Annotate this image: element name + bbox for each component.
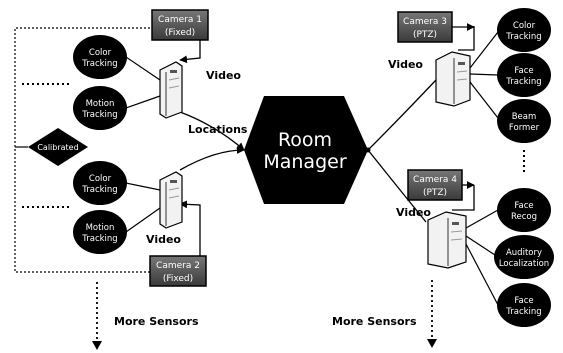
cam3-beam-former-oval: Beam Former xyxy=(497,99,551,143)
cam1-color-line1: Color xyxy=(89,48,112,58)
calibrated-diamond xyxy=(28,128,88,166)
camera-4-name: Camera 4 xyxy=(413,175,457,185)
video-label-cam2: Video xyxy=(146,233,181,246)
cam3-to-computer3-link xyxy=(458,26,475,51)
cam4-facerecog-line1: Face xyxy=(514,201,533,211)
cam3-color-line1: Color xyxy=(513,21,536,31)
camera-1-box: Camera 1 (Fixed) xyxy=(151,9,209,41)
cam1-color-line2: Tracking xyxy=(81,59,117,69)
cam2-to-computer2-link xyxy=(179,200,201,256)
video-label-cam3: Video xyxy=(388,58,423,71)
cam3-beam-link xyxy=(469,81,499,119)
cam4-auditory-localization-oval: Auditory Localization xyxy=(494,235,554,279)
cam1-to-computer1-link xyxy=(179,40,201,64)
computer-3-icon xyxy=(435,51,471,107)
cam4-face-recog-oval: Face Recog xyxy=(497,188,551,232)
manager-to-computer3-link xyxy=(367,79,437,151)
cam2-color-tracking-oval: Color Tracking xyxy=(73,161,127,205)
cam3-face-link xyxy=(469,73,499,76)
cam4-facetrack-line2: Tracking xyxy=(505,307,541,317)
cam2-color-line2: Tracking xyxy=(81,185,117,195)
camera-2-type: (Fixed) xyxy=(163,274,193,284)
cam4-to-computer4-link xyxy=(452,185,475,211)
computer-4-icon xyxy=(427,211,467,269)
cam3-color-line2: Tracking xyxy=(505,32,541,42)
cam3-face-line2: Tracking xyxy=(505,77,541,87)
cam4-facerecog-line2: Recog xyxy=(511,212,537,222)
more-sensors-left-label: More Sensors xyxy=(114,315,199,328)
camera-3-type: (PTZ) xyxy=(413,30,437,40)
cam2-motion-line1: Motion xyxy=(86,223,115,233)
computer1-to-manager-link xyxy=(179,111,245,151)
camera-3-box: Camera 3 (PTZ) xyxy=(397,11,453,43)
cam3-color-tracking-oval: Color Tracking xyxy=(497,8,551,52)
cam3-face-tracking-oval: Face Tracking xyxy=(497,53,551,97)
cam1-color-link xyxy=(125,56,161,81)
cam2-motion-link xyxy=(125,207,161,233)
video-label-cam4: Video xyxy=(396,206,431,219)
more-sensors-right-arrowhead xyxy=(427,339,437,348)
calibrated-label: Calibrated xyxy=(37,143,78,152)
cam1-motion-line2: Tracking xyxy=(81,110,117,120)
room-manager-line2: Manager xyxy=(263,151,346,173)
computer2-to-manager-link xyxy=(179,146,245,171)
cam1-motion-tracking-oval: Motion Tracking xyxy=(73,86,127,130)
cam3-beam-line1: Beam xyxy=(512,112,537,122)
computer-2-icon xyxy=(159,171,183,229)
computer-1-icon xyxy=(159,61,183,119)
fixed-camera-boundary xyxy=(14,27,150,273)
room-manager-line1: Room xyxy=(278,129,332,151)
manager-to-computer4-link xyxy=(367,149,427,223)
more-sensors-right-label: More Sensors xyxy=(332,315,417,328)
cam3-beam-line2: Former xyxy=(509,123,540,133)
locations-label: Locations xyxy=(188,123,248,136)
cam4-facetrack-line1: Face xyxy=(514,296,533,306)
cam1-color-tracking-oval: Color Tracking xyxy=(73,35,127,79)
cam1-motion-line1: Motion xyxy=(86,99,115,109)
video-label-cam1: Video xyxy=(206,69,241,82)
cam4-facerecog-link xyxy=(465,209,499,229)
camera-4-box: Camera 4 (PTZ) xyxy=(407,169,463,201)
camera-4-type: (PTZ) xyxy=(423,188,447,198)
cam2-motion-tracking-oval: Motion Tracking xyxy=(73,210,127,254)
camera-2-box: Camera 2 (Fixed) xyxy=(149,255,207,287)
cam4-auditory-link xyxy=(465,235,499,258)
more-sensors-left-arrowhead xyxy=(92,341,102,350)
cam1-motion-link xyxy=(125,95,161,109)
cam2-motion-line2: Tracking xyxy=(81,234,117,244)
room-manager-hexagon xyxy=(244,96,368,204)
cam4-facetrack-link xyxy=(465,243,499,306)
cam2-color-line1: Color xyxy=(89,174,112,184)
camera-1-name: Camera 1 xyxy=(158,15,202,25)
cam4-auditory-line1: Auditory xyxy=(506,248,542,258)
cam3-color-link xyxy=(469,31,499,69)
camera-1-type: (Fixed) xyxy=(165,28,195,38)
cam3-face-line1: Face xyxy=(514,66,533,76)
cam4-auditory-line2: Localization xyxy=(499,259,549,269)
camera-3-name: Camera 3 xyxy=(403,17,447,27)
camera-2-name: Camera 2 xyxy=(156,261,200,271)
cam2-color-link xyxy=(125,182,161,191)
cam4-face-tracking-oval: Face Tracking xyxy=(497,283,551,327)
